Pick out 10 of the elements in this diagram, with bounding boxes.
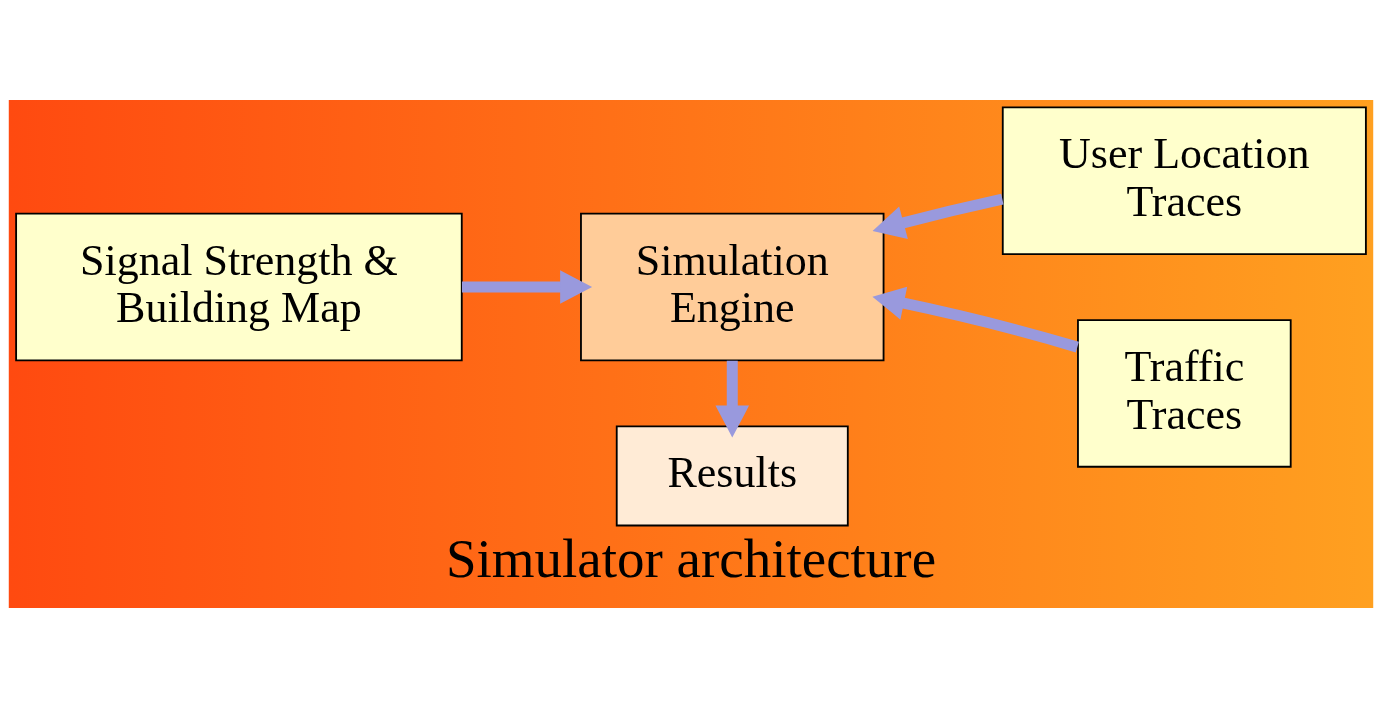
node-box: Simulation Engine <box>580 212 885 361</box>
arrow <box>461 269 593 304</box>
arrow <box>872 193 1004 239</box>
arrow <box>872 286 1079 352</box>
caption: Simulator architecture <box>445 527 937 589</box>
arrow <box>715 360 750 438</box>
node-box: Traffic Traces <box>1077 318 1292 468</box>
node-box: Signal Strength & Building Map <box>15 212 463 361</box>
node-box: Results <box>615 425 849 526</box>
node-box: User Location Traces <box>1001 105 1367 255</box>
